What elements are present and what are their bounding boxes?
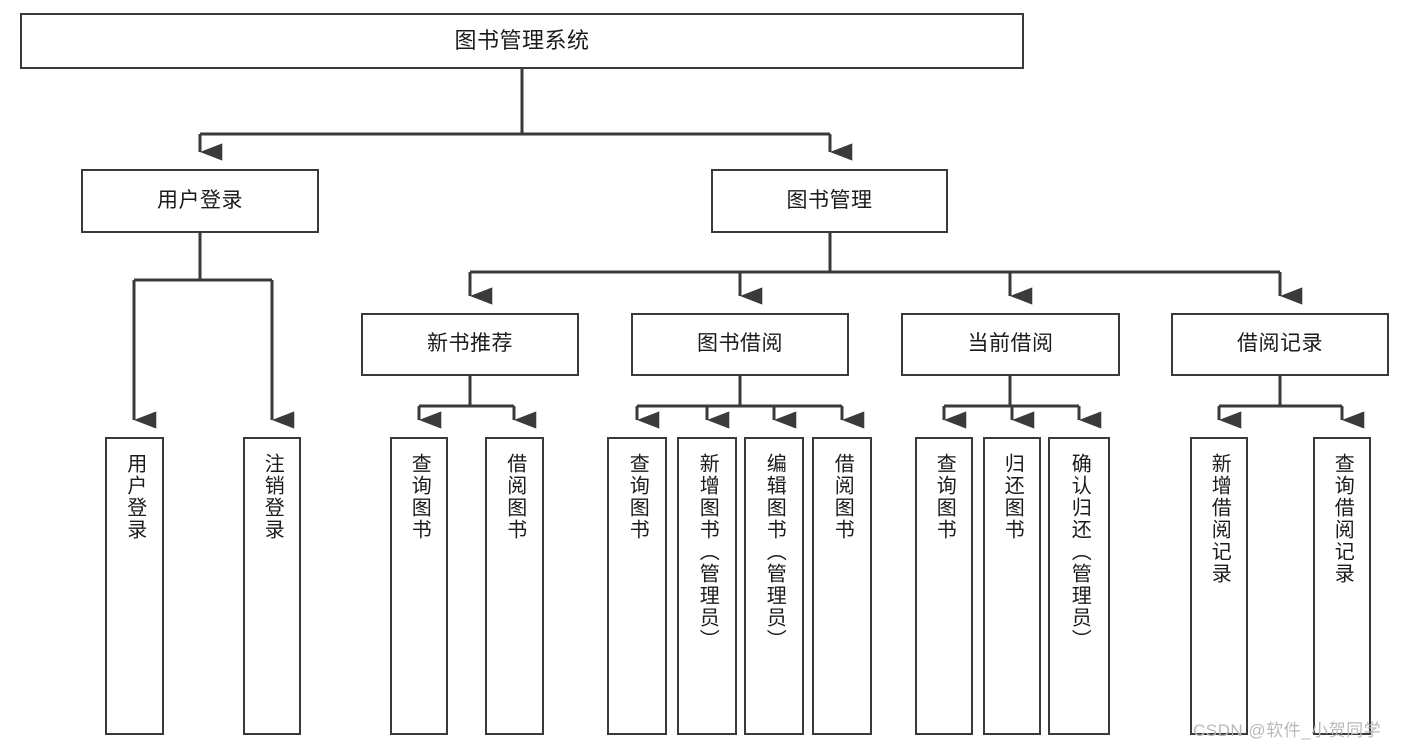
node-level3-2[interactable]: 当前借阅: [901, 313, 1120, 376]
node-root-label: 图书管理系统: [454, 28, 590, 54]
node-leaf-1[interactable]: 注销登录: [243, 437, 301, 735]
node-level3-0[interactable]: 新书推荐: [361, 313, 579, 376]
node-leaf-11-label: 新增借阅记录: [1208, 453, 1231, 585]
node-leaf-10-label: 确认归还（管理员）: [1068, 453, 1091, 651]
node-leaf-2[interactable]: 查询图书: [390, 437, 448, 735]
node-level3-1[interactable]: 图书借阅: [631, 313, 849, 376]
node-leaf-12[interactable]: 查询借阅记录: [1313, 437, 1371, 735]
node-leaf-12-label: 查询借阅记录: [1331, 453, 1354, 585]
node-level2-1-label: 图书管理: [786, 188, 873, 212]
node-leaf-9-label: 归还图书: [1001, 453, 1024, 541]
node-leaf-6-label: 编辑图书（管理员）: [763, 453, 786, 651]
node-leaf-3[interactable]: 借阅图书: [485, 437, 544, 735]
node-leaf-0[interactable]: 用户登录: [105, 437, 164, 735]
node-leaf-8[interactable]: 查询图书: [915, 437, 973, 735]
node-leaf-1-label: 注销登录: [261, 453, 284, 541]
node-level2-1[interactable]: 图书管理: [711, 169, 948, 233]
node-leaf-8-label: 查询图书: [933, 453, 956, 541]
node-leaf-3-label: 借阅图书: [503, 453, 526, 541]
node-level3-0-label: 新书推荐: [427, 332, 513, 356]
node-root[interactable]: 图书管理系统: [20, 13, 1024, 69]
node-level3-2-label: 当前借阅: [967, 332, 1054, 356]
node-leaf-11[interactable]: 新增借阅记录: [1190, 437, 1248, 735]
node-leaf-5-label: 新增图书（管理员）: [696, 453, 719, 651]
csdn-watermark: CSDN @软件_小贺同学: [1193, 721, 1382, 740]
node-leaf-7[interactable]: 借阅图书: [812, 437, 872, 735]
node-leaf-4-label: 查询图书: [626, 453, 649, 541]
node-leaf-5[interactable]: 新增图书（管理员）: [677, 437, 737, 735]
node-level3-3[interactable]: 借阅记录: [1171, 313, 1389, 376]
node-leaf-7-label: 借阅图书: [831, 453, 854, 541]
node-leaf-6[interactable]: 编辑图书（管理员）: [744, 437, 804, 735]
node-leaf-0-label: 用户登录: [123, 453, 146, 541]
node-level2-0-label: 用户登录: [157, 188, 243, 212]
node-leaf-9[interactable]: 归还图书: [983, 437, 1041, 735]
node-level3-3-label: 借阅记录: [1237, 332, 1323, 356]
node-leaf-10[interactable]: 确认归还（管理员）: [1048, 437, 1110, 735]
node-level3-1-label: 图书借阅: [697, 332, 783, 356]
node-leaf-4[interactable]: 查询图书: [607, 437, 667, 735]
node-leaf-2-label: 查询图书: [408, 453, 431, 541]
node-level2-0[interactable]: 用户登录: [81, 169, 319, 233]
